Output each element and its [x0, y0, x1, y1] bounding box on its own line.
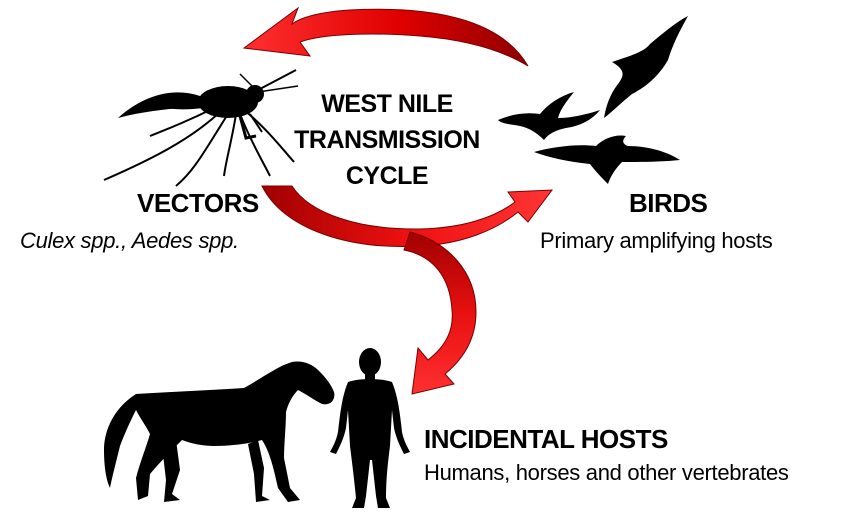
incidental-hosts-heading: INCIDENTAL HOSTS — [424, 424, 668, 455]
incidental-hosts-subtitle: Humans, horses and other vertebrates — [424, 460, 789, 486]
human-icon — [330, 348, 410, 508]
arrow-birds-to-vectors — [244, 8, 528, 66]
title-line-2: TRANSMISSION — [282, 122, 492, 158]
arrow-cycle-to-incidental-hosts — [404, 232, 476, 394]
title-line-1: WEST NILE — [282, 86, 492, 122]
vectors-heading: VECTORS — [137, 188, 259, 219]
horse-icon — [104, 361, 334, 502]
birds-heading: BIRDS — [629, 188, 707, 219]
mosquito-icon — [104, 70, 298, 186]
vectors-subtitle: Culex spp., Aedes spp. — [20, 228, 239, 254]
title-line-3: CYCLE — [282, 158, 492, 194]
diagram-title: WEST NILE TRANSMISSION CYCLE — [282, 86, 492, 194]
birds-subtitle: Primary amplifying hosts — [540, 228, 772, 254]
arrow-vectors-to-birds — [262, 186, 552, 247]
birds-icon — [498, 16, 688, 184]
